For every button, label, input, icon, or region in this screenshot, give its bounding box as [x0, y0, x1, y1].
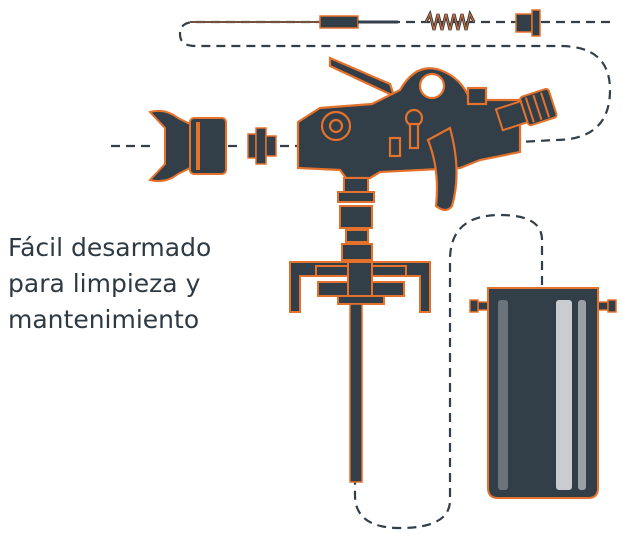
gun-body [296, 56, 522, 212]
fluid-nozzle [247, 127, 277, 165]
needle [190, 15, 398, 29]
caption-line-2: para limpieza y [8, 269, 201, 298]
caption-line-1: Fácil desarmado [8, 233, 212, 262]
assembly-guide-lines [110, 20, 612, 530]
air-cap [148, 109, 227, 183]
siphon-tube [349, 303, 363, 483]
needle-spring [424, 9, 476, 31]
paint-cup [469, 287, 617, 499]
air-inlet-fitting [494, 87, 558, 132]
pressure-feed-assembly [289, 177, 431, 313]
trigger [426, 126, 458, 212]
caption-line-3: mantenimiento [8, 305, 200, 334]
caption-text: Fácil desarmado para limpieza y mantenim… [8, 230, 258, 338]
needle-adjust-knob [515, 9, 541, 37]
